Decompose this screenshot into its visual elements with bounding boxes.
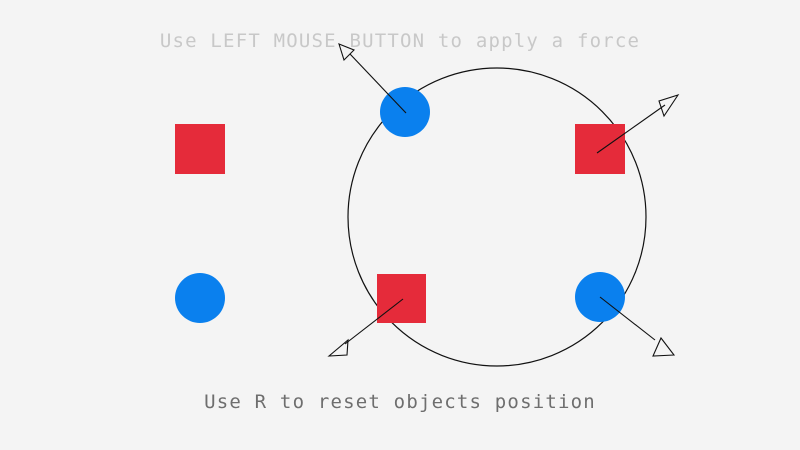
hint-apply-force: Use LEFT MOUSE BUTTON to apply a force xyxy=(159,30,641,52)
force-vector-shaft xyxy=(344,298,404,345)
force-vector-shaft xyxy=(349,53,407,114)
force-vector-arrowhead xyxy=(652,336,676,357)
force-vector-shaft xyxy=(596,104,666,154)
body-square-top-right[interactable] xyxy=(575,124,625,174)
orbit-path-circle xyxy=(347,67,647,367)
force-vector-circle-top xyxy=(338,43,407,114)
body-square-bottom[interactable] xyxy=(377,274,426,323)
force-vector-circle-bottom-right xyxy=(599,296,676,357)
force-vector-arrowhead xyxy=(338,43,355,62)
body-circle-left[interactable] xyxy=(175,273,225,323)
force-vector-arrowhead xyxy=(327,338,349,357)
body-square-left[interactable] xyxy=(175,124,225,174)
hint-reset-position: Use R to reset objects position xyxy=(204,391,596,413)
force-vector-square-bottom xyxy=(327,298,404,357)
force-vector-arrowhead xyxy=(658,94,680,118)
force-vector-shaft xyxy=(599,296,656,341)
force-vector-square-top-right xyxy=(596,94,680,154)
